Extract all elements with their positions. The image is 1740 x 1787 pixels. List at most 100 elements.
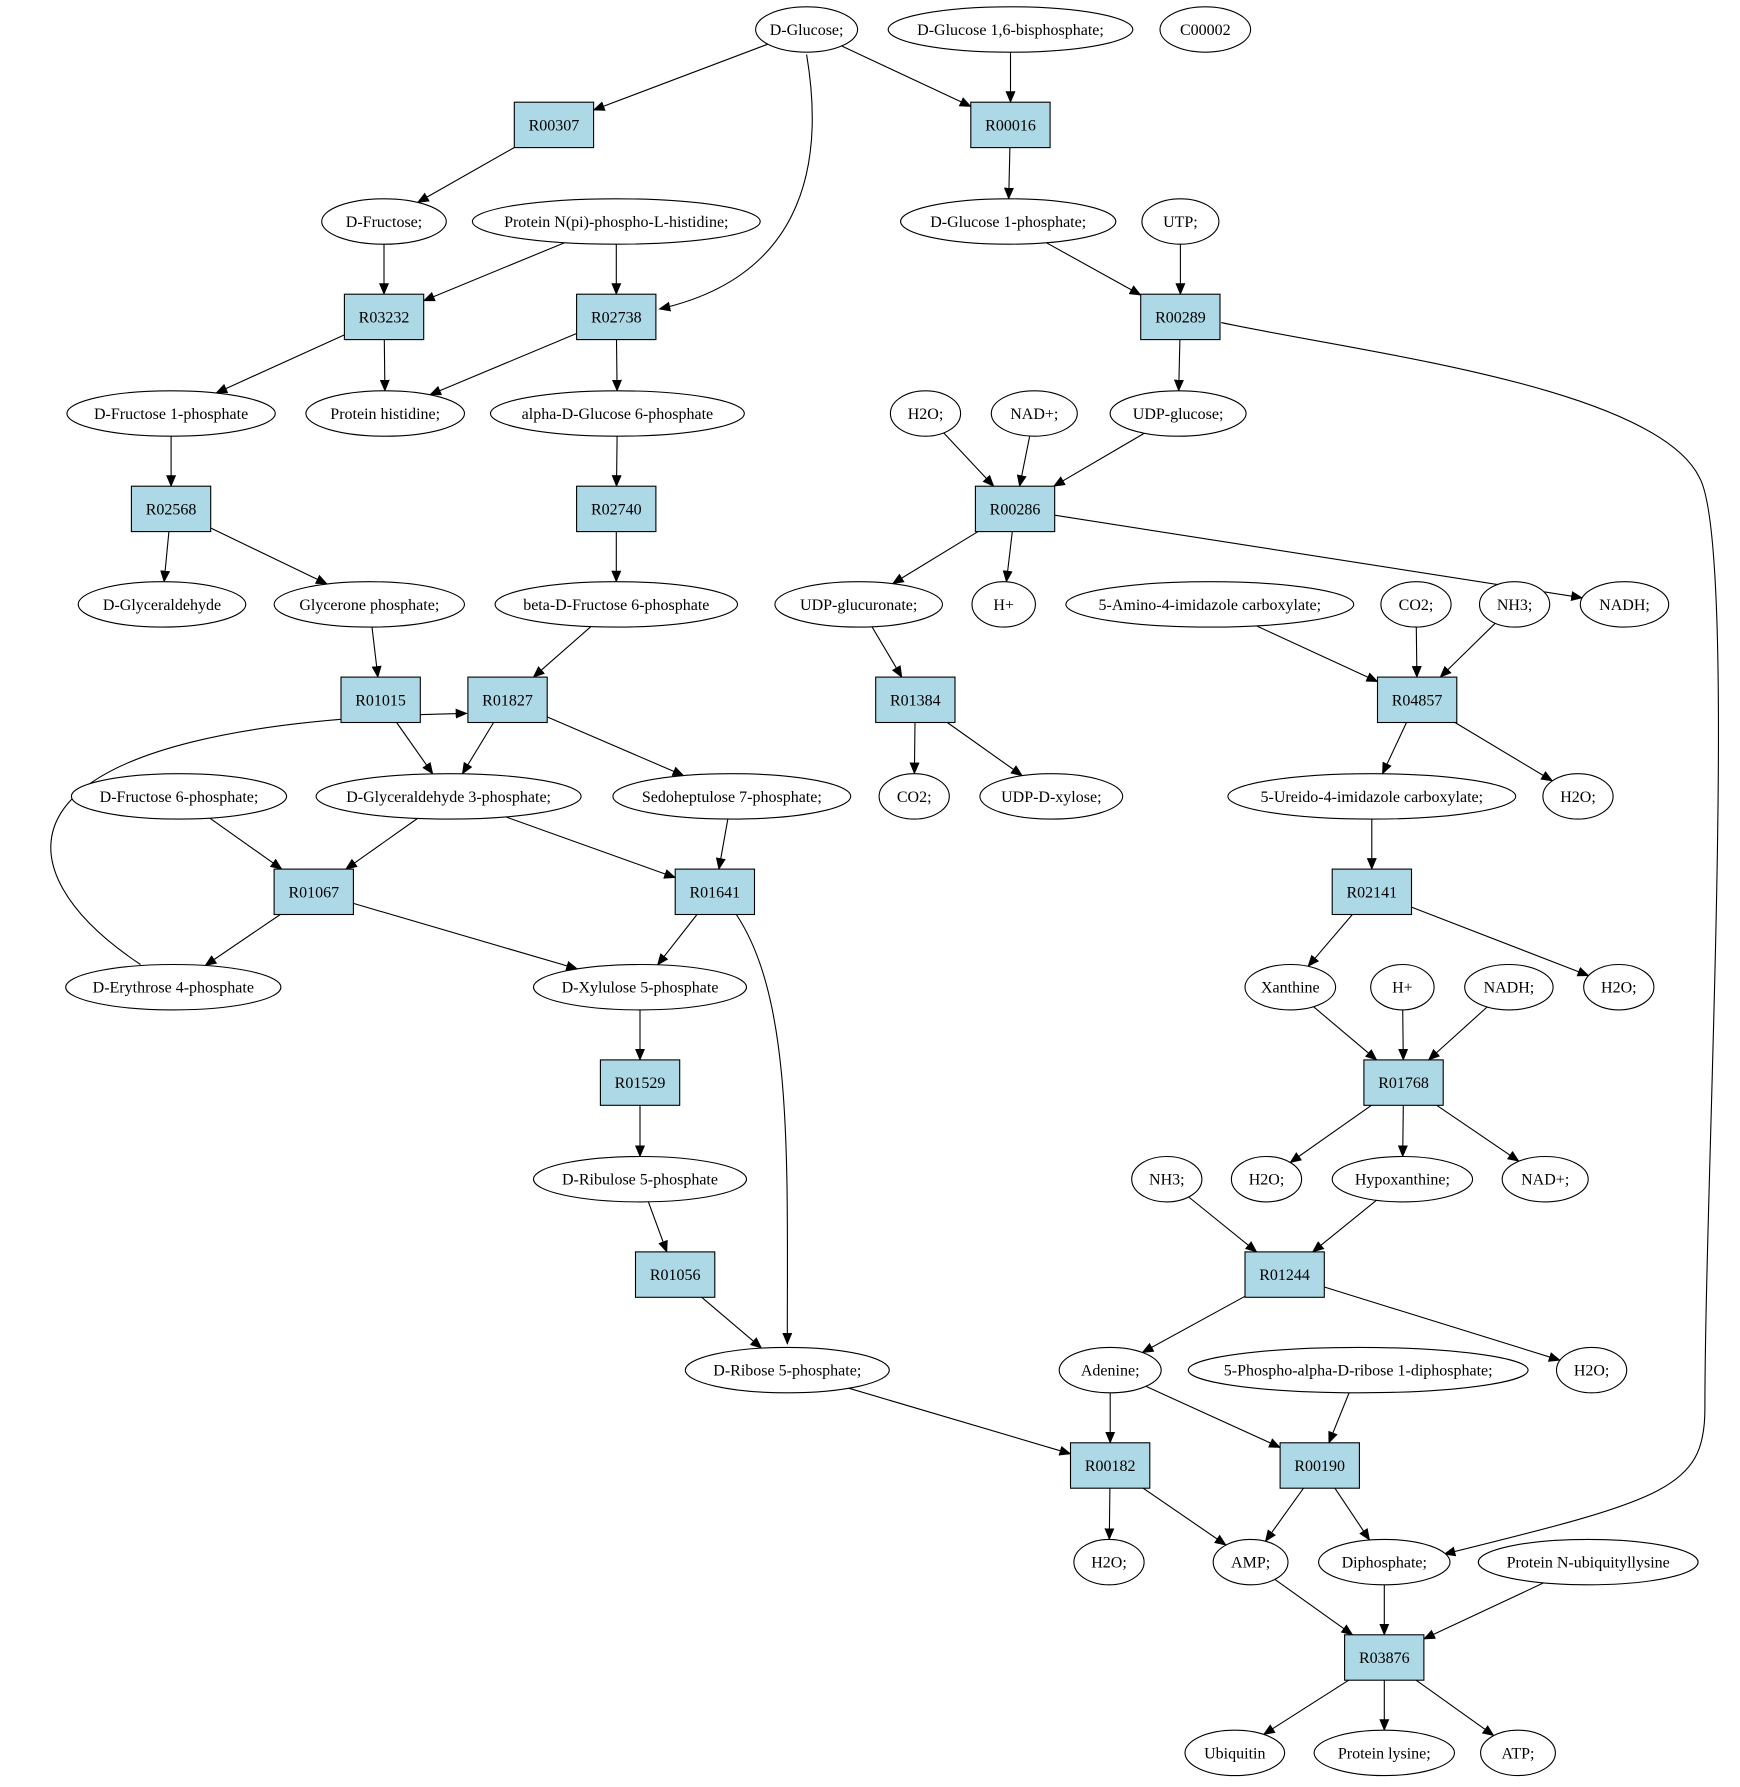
reaction-box xyxy=(1344,1634,1425,1681)
node-layer: D-Glucose;D-Glucose 1,6-bisphosphate;C00… xyxy=(65,6,1699,1777)
node-label: Protein lysine; xyxy=(1338,1745,1431,1762)
metabolite-node-m-xu5p: D-Xylulose 5-phosphate xyxy=(532,963,748,1011)
metabolite-ellipse xyxy=(1131,1155,1203,1203)
edge-r-R03232-to-m-protein-his xyxy=(379,339,390,392)
node-label: R01056 xyxy=(650,1267,701,1284)
metabolite-ellipse xyxy=(878,773,950,820)
metabolite-ellipse xyxy=(612,773,852,820)
edge-r-R03232-to-m-f1p xyxy=(215,334,345,394)
reaction-node-r-r02740: R02740 xyxy=(576,485,657,533)
node-label: R00182 xyxy=(1085,1458,1136,1475)
edge-m-nadh-2-to-r-R01768 xyxy=(1427,1006,1488,1061)
node-label: Xanthine xyxy=(1261,980,1320,997)
edge-r-R04857-to-m-uica xyxy=(1382,722,1407,775)
node-label: 5-Amino-4-imidazole carboxylate; xyxy=(1099,597,1322,614)
metabolite-ellipse xyxy=(65,963,282,1011)
metabolite-ellipse xyxy=(1227,773,1517,820)
edge-r-R00190-to-m-amp xyxy=(1264,1487,1304,1543)
edge-m-gap-to-r-R01641 xyxy=(505,816,677,879)
node-label: 5-Ureido-4-imidazole carboxylate; xyxy=(1261,789,1484,806)
edge-r-R00182-to-m-h2o-6 xyxy=(1104,1488,1115,1541)
reaction-box xyxy=(970,101,1051,149)
metabolite-node-m-bf6p: beta-D-Fructose 6-phosphate xyxy=(494,581,739,628)
node-label: H2O; xyxy=(1091,1555,1127,1572)
metabolite-node-m-protein-lys: Protein lysine; xyxy=(1313,1729,1456,1777)
edge-m-adenine-to-r-R00190 xyxy=(1145,1385,1282,1448)
metabolite-node-m-utp: UTP; xyxy=(1141,198,1220,245)
edge-m-udpglc-to-r-R00286 xyxy=(1052,432,1145,487)
metabolite-node-m-prpp: 5-Phospho-alpha-D-ribose 1-diphosphate; xyxy=(1187,1346,1529,1394)
edge-m-udpglcur-to-r-R01384 xyxy=(871,626,903,678)
node-label: beta-D-Fructose 6-phosphate xyxy=(523,597,709,614)
metabolite-ellipse xyxy=(1244,963,1337,1011)
metabolite-ellipse xyxy=(1542,773,1614,820)
node-label: D-Glyceraldehyde 3-phosphate; xyxy=(346,789,551,806)
edge-r-R01056-to-m-r5p xyxy=(701,1296,763,1349)
reaction-box xyxy=(273,868,354,916)
metabolite-ellipse xyxy=(774,581,944,628)
metabolite-node-m-f1p: D-Fructose 1-phosphate xyxy=(66,390,276,437)
metabolite-ellipse xyxy=(990,390,1078,437)
metabolite-ellipse xyxy=(1212,1538,1289,1586)
edge-m-prpp-to-r-R00190 xyxy=(1328,1392,1350,1444)
metabolite-node-m-ag6p: alpha-D-Glucose 6-phosphate xyxy=(489,390,745,437)
node-label: Sedoheptulose 7-phosphate; xyxy=(642,789,822,806)
metabolite-node-m-amp: AMP; xyxy=(1212,1538,1289,1586)
metabolite-node-m-c00002: C00002 xyxy=(1159,6,1252,53)
metabolite-ellipse xyxy=(70,773,288,820)
reaction-box xyxy=(340,676,421,724)
metabolite-ellipse xyxy=(77,581,247,628)
reaction-box xyxy=(1363,1059,1444,1106)
reaction-node-r-r02141: R02141 xyxy=(1331,868,1413,916)
metabolite-node-m-fructose: D-Fructose; xyxy=(321,198,447,245)
metabolite-node-m-hplus-1: H+ xyxy=(971,581,1036,628)
metabolite-ellipse xyxy=(1230,1155,1303,1203)
edge-m-dhap-to-r-R01015 xyxy=(371,627,382,679)
metabolite-node-m-glucose: D-Glucose; xyxy=(755,6,859,53)
edge-m-s7p-to-r-R01641 xyxy=(715,819,729,871)
node-label: Glycerone phosphate; xyxy=(299,597,439,614)
node-label: D-Glyceraldehyde xyxy=(103,597,221,614)
metabolite-ellipse xyxy=(1501,1155,1589,1203)
node-label: Adenine; xyxy=(1081,1363,1140,1380)
reaction-box xyxy=(130,485,212,533)
node-label: D-Ribose 5-phosphate; xyxy=(713,1363,861,1380)
metabolite-node-m-protein-nphis: Protein N(pi)-phospho-L-histidine; xyxy=(471,198,761,245)
metabolite-node-m-nh3-2: NH3; xyxy=(1131,1155,1203,1203)
edge-m-ru5p-to-r-R01056 xyxy=(647,1201,668,1253)
metabolite-ellipse xyxy=(494,581,739,628)
reaction-node-r-r01384: R01384 xyxy=(875,676,956,724)
node-label: H2O; xyxy=(1574,1363,1610,1380)
metabolite-node-m-nh3-1: NH3; xyxy=(1478,581,1551,628)
metabolite-ellipse xyxy=(887,6,1134,53)
metabolite-ellipse xyxy=(1370,963,1435,1011)
node-label: H2O; xyxy=(1560,789,1596,806)
metabolite-node-m-gap: D-Glyceraldehyde 3-phosphate; xyxy=(315,773,582,820)
edge-r-R01244-to-m-adenine xyxy=(1141,1295,1246,1353)
edge-m-h2o-1-to-r-R00286 xyxy=(943,432,995,487)
metabolite-ellipse xyxy=(1331,1155,1474,1203)
node-label: R01384 xyxy=(890,692,941,709)
reaction-box xyxy=(1140,293,1221,341)
metabolite-node-m-adenine: Adenine; xyxy=(1058,1346,1162,1394)
metabolite-node-m-diphosphate: Diphosphate; xyxy=(1318,1538,1451,1586)
node-label: D-Fructose; xyxy=(346,214,422,231)
metabolite-ellipse xyxy=(315,773,582,820)
node-label: H2O; xyxy=(1601,980,1637,997)
reaction-node-r-r03232: R03232 xyxy=(343,293,425,341)
metabolite-ellipse xyxy=(684,1346,890,1394)
node-label: NH3; xyxy=(1149,1172,1185,1189)
node-label: Protein N-ubiquityllysine xyxy=(1507,1555,1670,1572)
reaction-box xyxy=(875,676,956,724)
metabolite-node-m-f6p: D-Fructose 6-phosphate; xyxy=(70,773,288,820)
reaction-box xyxy=(1244,1251,1325,1298)
reaction-box xyxy=(467,676,548,724)
metabolite-node-m-protein-nublys: Protein N-ubiquityllysine xyxy=(1477,1538,1699,1586)
node-label: Hypoxanthine; xyxy=(1355,1172,1450,1189)
reaction-node-r-r00182: R00182 xyxy=(1069,1442,1151,1489)
metabolite-ellipse xyxy=(1464,963,1554,1011)
metabolite-ellipse xyxy=(1065,581,1355,628)
node-label: C00002 xyxy=(1180,22,1231,39)
metabolite-ellipse xyxy=(1583,963,1655,1011)
edge-r-R04857-to-m-h2o-2 xyxy=(1454,722,1554,782)
